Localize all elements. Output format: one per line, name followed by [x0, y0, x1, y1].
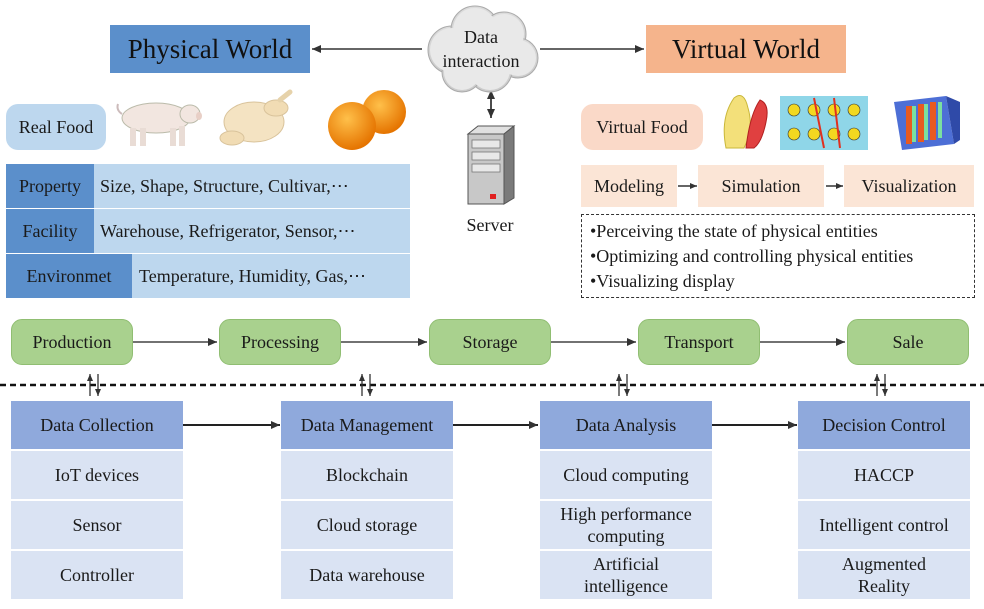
virtual-world-title: Virtual World: [646, 25, 846, 73]
category-item: Intelligent control: [798, 501, 970, 549]
property-value: Size, Shape, Structure, Cultivar,⋯: [100, 176, 349, 196]
stage-processing: Processing: [219, 319, 341, 365]
environment-value: Temperature, Humidity, Gas,⋯: [139, 266, 367, 286]
orange-icon: [326, 86, 408, 152]
simulation-step: Simulation: [698, 165, 824, 207]
category-item: Cloud computing: [540, 451, 712, 499]
pig-icon: [112, 92, 202, 150]
stage-sale: Sale: [847, 319, 969, 365]
virtual-bullets: •Perceiving the state of physical entiti…: [581, 214, 975, 298]
property-label: Property: [6, 164, 94, 208]
property-row: Property Size, Shape, Structure, Cultiva…: [6, 164, 410, 208]
environment-row: Environmet Temperature, Humidity, Gas,⋯: [6, 254, 410, 298]
category-item: Augmented Reality: [798, 551, 970, 599]
category-item: Cloud storage: [281, 501, 453, 549]
modeling-step: Modeling: [581, 165, 677, 207]
category-item: Controller: [11, 551, 183, 599]
category-title: Decision Control: [798, 401, 970, 449]
category-item: Sensor: [11, 501, 183, 549]
vertical-arrows: [87, 374, 888, 396]
virtual-food-label: Virtual Food: [581, 104, 703, 150]
food-model-images: [714, 88, 964, 154]
stage-production: Production: [11, 319, 133, 365]
facility-value: Warehouse, Refrigerator, Sensor,⋯: [100, 221, 356, 241]
server-icon: [464, 124, 518, 206]
environment-label: Environmet: [6, 254, 132, 298]
facility-row: Facility Warehouse, Refrigerator, Sensor…: [6, 209, 410, 253]
stage-transport: Transport: [638, 319, 760, 365]
category-data-collection: Data Collection IoT devices Sensor Contr…: [11, 401, 183, 607]
category-decision-control: Decision Control HACCP Intelligent contr…: [798, 401, 970, 607]
stage-storage: Storage: [429, 319, 551, 365]
category-data-analysis: Data Analysis Cloud computing High perfo…: [540, 401, 712, 607]
real-food-label: Real Food: [6, 104, 106, 150]
bullet-item: •Optimizing and controlling physical ent…: [590, 246, 914, 266]
cloud-icon: [420, 2, 542, 98]
category-item: Blockchain: [281, 451, 453, 499]
server-label: Server: [466, 214, 514, 235]
category-title: Data Collection: [11, 401, 183, 449]
category-title: Data Analysis: [540, 401, 712, 449]
facility-label: Facility: [6, 209, 94, 253]
category-item: Artificial intelligence: [540, 551, 712, 599]
physical-world-title: Physical World: [110, 25, 310, 73]
category-item: High performance computing: [540, 501, 712, 549]
category-item: Data warehouse: [281, 551, 453, 599]
data-interaction-label: Data interaction: [442, 27, 520, 71]
bullet-item: •Perceiving the state of physical entiti…: [590, 221, 878, 241]
chicken-icon: [214, 88, 298, 152]
category-item: HACCP: [798, 451, 970, 499]
category-data-management: Data Management Blockchain Cloud storage…: [281, 401, 453, 607]
category-title: Data Management: [281, 401, 453, 449]
visualization-step: Visualization: [844, 165, 974, 207]
bullet-item: •Visualizing display: [590, 271, 735, 291]
category-item: IoT devices: [11, 451, 183, 499]
